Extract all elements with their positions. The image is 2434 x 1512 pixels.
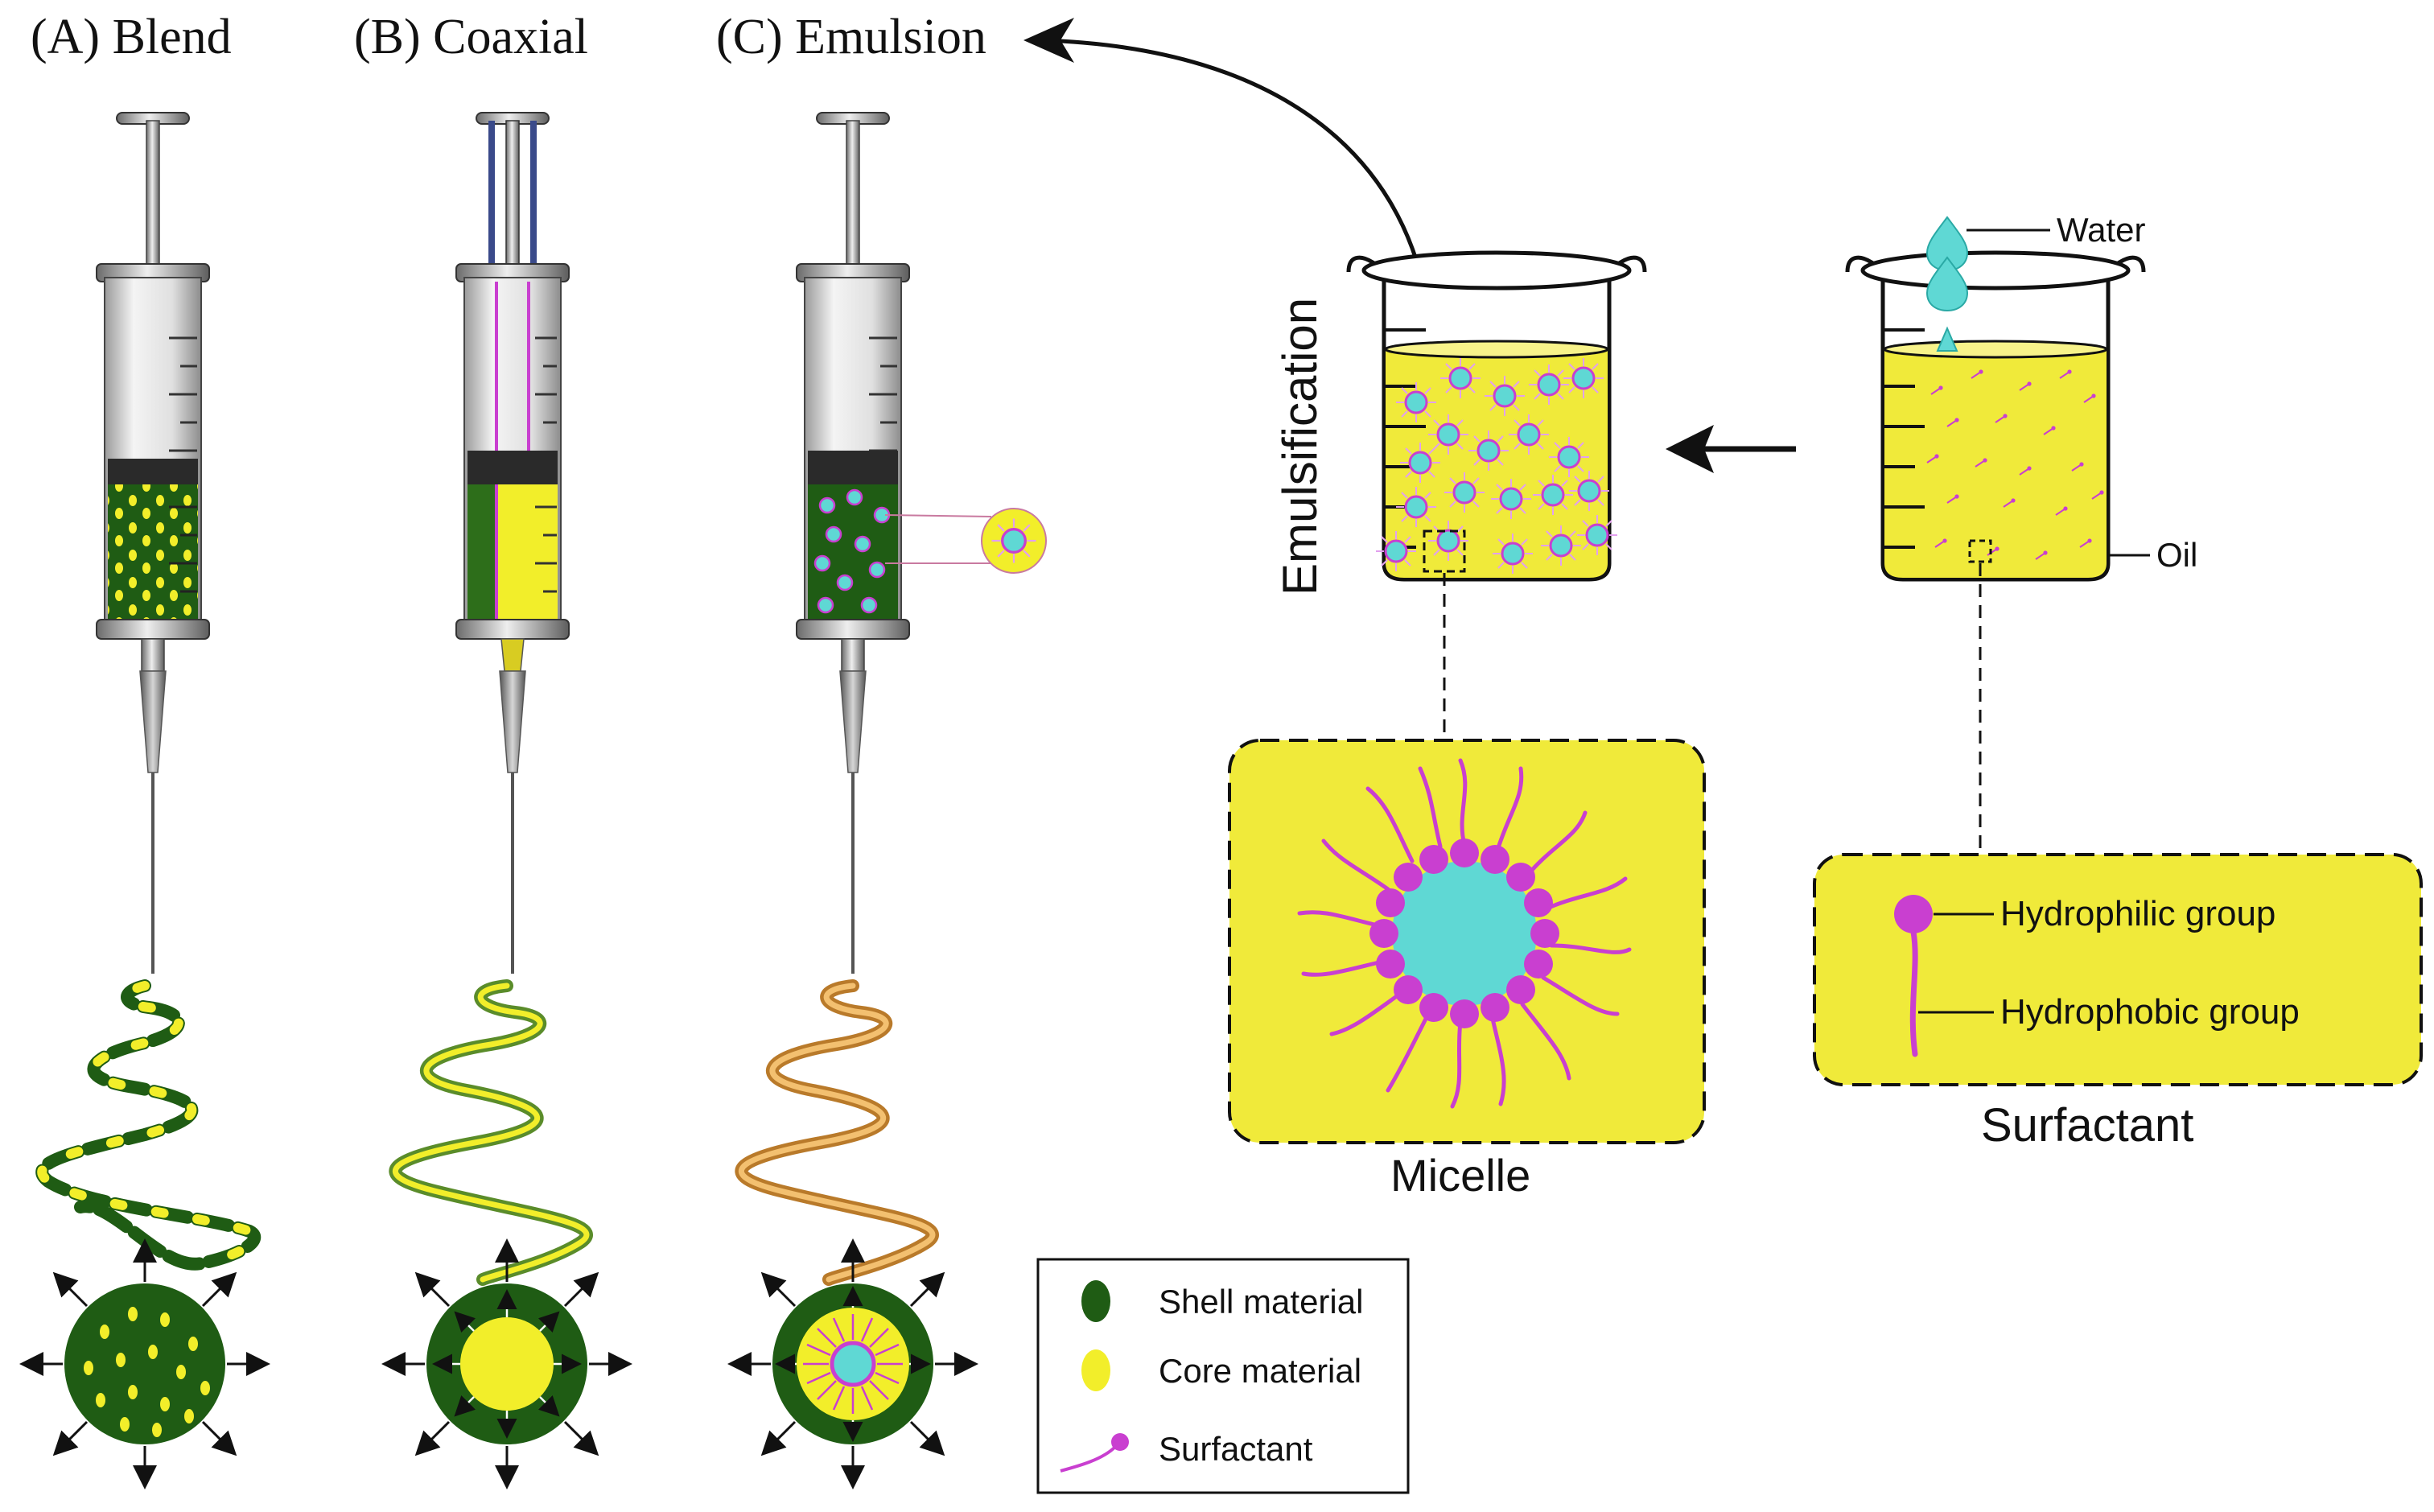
emulsification-label: Emulsification (1273, 298, 1327, 595)
surfactant-label: Surfactant (1981, 1099, 2193, 1152)
oil-label: Oil (2156, 536, 2197, 574)
cross-section-coaxial (381, 1238, 632, 1489)
surfactant-inset (1813, 853, 2423, 1086)
beaker-icon-oil (1845, 216, 2150, 853)
cross-section-blend (19, 1238, 270, 1489)
title-coaxial: (B) Coaxial (354, 10, 588, 64)
legend: Shell material Core material Surfactant (1036, 1258, 1410, 1494)
surfactant-icon (1894, 895, 1933, 1057)
cross-section-emulsion (727, 1238, 978, 1489)
legend-surfactant-icon (1060, 1433, 1129, 1473)
arrow-icon-oil-to-emulsion (1666, 425, 1796, 473)
fiber-emulsion (735, 979, 939, 1286)
title-emulsion: (C) Emulsion (716, 10, 986, 64)
hydrophobic-label: Hydrophobic group (2000, 992, 2300, 1032)
hydrophilic-label: Hydrophilic group (2000, 894, 2275, 933)
syringe-icon-coaxial (455, 112, 570, 974)
beaker-icon-emulsification (1346, 250, 1647, 740)
water-label: Water (2057, 211, 2145, 249)
arrow-icon-to-emulsion (1041, 38, 1428, 299)
legend-core-swatch (1081, 1349, 1110, 1391)
legend-surfactant-label: Surfactant (1159, 1430, 1313, 1468)
legend-core-label: Core material (1159, 1352, 1361, 1390)
water-drops-icon (1925, 216, 1969, 352)
title-blend: (A) Blend (31, 10, 232, 64)
fiber-coaxial (389, 979, 593, 1286)
syringe-icon-emulsion (796, 112, 1047, 974)
micelle-icon (1297, 758, 1632, 1109)
legend-shell-swatch (1081, 1280, 1110, 1322)
micelle-inset (1228, 739, 1706, 1144)
legend-shell-label: Shell material (1159, 1283, 1363, 1320)
syringe-icon-blend (96, 112, 210, 974)
fiber-blend (35, 979, 262, 1271)
micelle-label: Micelle (1390, 1150, 1530, 1201)
